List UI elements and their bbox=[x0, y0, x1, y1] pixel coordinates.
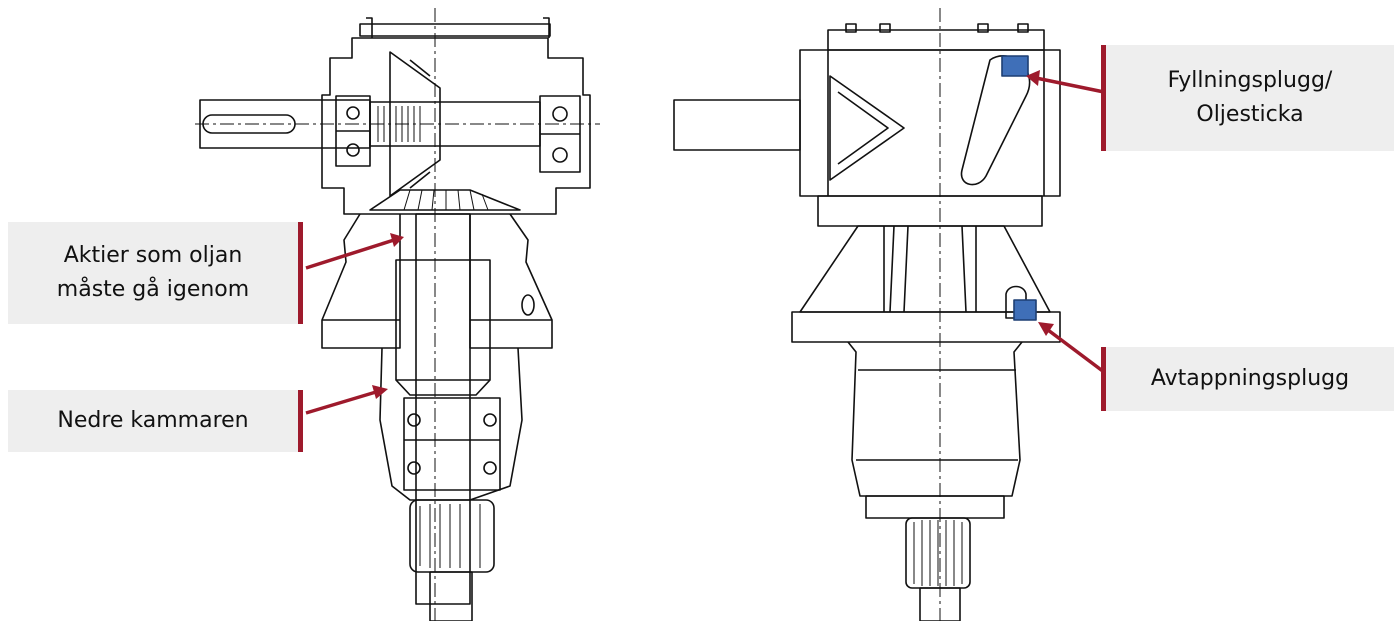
pointer-drain-plug bbox=[1046, 328, 1106, 374]
label-drain-plug-text: Avtappningsplugg bbox=[1150, 366, 1350, 391]
label-fill-plug: Fyllningsplugg/ Oljesticka bbox=[1106, 45, 1394, 151]
label-lower-chamber-bar bbox=[298, 390, 303, 452]
section-view bbox=[195, 8, 600, 621]
pointer-fill-plug bbox=[1035, 76, 1105, 94]
label-lower-chamber-text: Nedre kammaren bbox=[57, 408, 249, 433]
label-fill-plug-bar bbox=[1101, 45, 1106, 151]
label-passages-line2: måste gå igenom bbox=[56, 277, 250, 302]
pointer-passages bbox=[305, 238, 395, 270]
exterior-view bbox=[673, 8, 1061, 621]
label-fill-plug-line1: Fyllningsplugg/ bbox=[1167, 68, 1333, 93]
label-lower-chamber: Nedre kammaren bbox=[8, 390, 298, 452]
label-passages-bar bbox=[298, 222, 303, 324]
label-fill-plug-line2: Oljesticka bbox=[1196, 102, 1304, 127]
label-passages-line1: Aktier som oljan bbox=[63, 243, 243, 268]
label-drain-plug-bar bbox=[1101, 347, 1106, 411]
label-passages: Aktier som oljan måste gå igenom bbox=[8, 222, 298, 324]
pointer-lower-chamber bbox=[305, 390, 377, 415]
label-drain-plug: Avtappningsplugg bbox=[1106, 347, 1394, 411]
